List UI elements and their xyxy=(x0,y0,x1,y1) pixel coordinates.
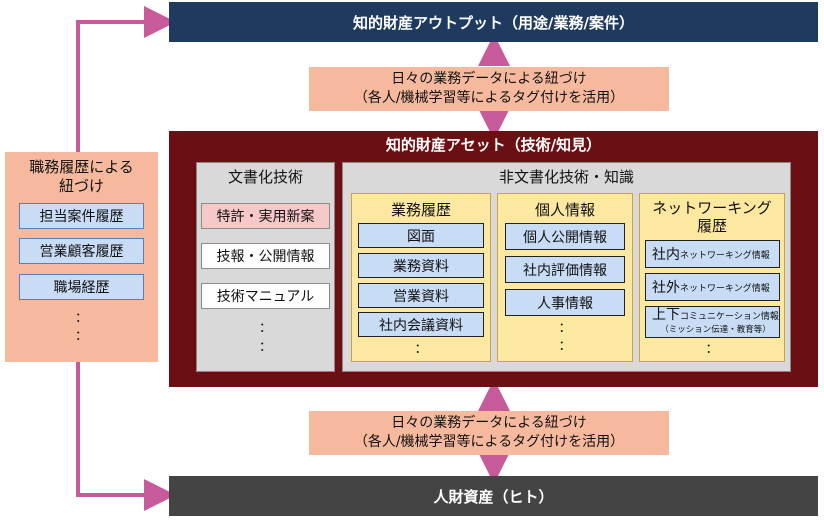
networking-item-hierarchical: 上下コミュニケーション情報 （ミッション伝達・教育等） xyxy=(645,306,780,338)
career-item-workplace: 職場経歴 xyxy=(19,274,144,300)
undocumented-tech-title: 非文書化技術・知識 xyxy=(498,168,634,186)
networking-item-main: 社内 xyxy=(652,247,680,263)
work-item-label: 図面 xyxy=(407,228,435,245)
work-item-sales-docs: 営業資料 xyxy=(358,283,484,308)
networking-item-main: 社外 xyxy=(652,280,680,296)
link-box-top: 日々の業務データによる紐づけ （各人/機械学習等によるタグ付けを活用） xyxy=(309,67,669,111)
personal-item-label: 個人公開情報 xyxy=(523,229,607,246)
networking-title-line1: ネットワーキング xyxy=(652,199,772,217)
ip-asset-title: 知的財産アセット（技術/知見） xyxy=(385,136,602,154)
personal-item-evaluation: 社内評価情報 xyxy=(505,256,625,283)
link-top-line2: （各人/機械学習等によるタグ付けを活用） xyxy=(353,90,625,106)
link-box-bottom: 日々の業務データによる紐づけ （各人/機械学習等によるタグ付けを活用） xyxy=(309,411,669,455)
career-item-label: 担当案件履歴 xyxy=(39,209,124,225)
personal-ellipsis-2: ： xyxy=(558,339,572,354)
work-item-meeting-docs: 社内会議資料 xyxy=(358,312,484,337)
link-bottom-line1: 日々の業務データによる紐づけ xyxy=(391,415,587,431)
personal-item-public: 個人公開情報 xyxy=(505,223,625,250)
networking-item-external: 社外ネットワーキング情報 xyxy=(645,273,780,301)
work-history-title: 業務履歴 xyxy=(390,201,451,219)
left-connector-line-bottom xyxy=(76,362,176,511)
personal-item-label: 人事情報 xyxy=(537,295,593,312)
doc-item-label: 特許・実用新案 xyxy=(216,209,315,225)
career-history-title-line2: 紐づけ xyxy=(58,177,104,195)
work-item-label: 社内会議資料 xyxy=(379,317,463,334)
ip-output-title: 知的財産アウトプット（用途/業務/案件） xyxy=(353,13,634,32)
career-history-title: 職務履歴による 紐づけ xyxy=(5,158,158,196)
career-history-title-line1: 職務履歴による xyxy=(29,158,134,176)
career-ellipsis-1: ： xyxy=(74,311,88,326)
human-assets-bar: 人財資産（ヒト） xyxy=(169,476,818,516)
networking-item-sub: コミュニケーション情報 xyxy=(680,312,779,322)
networking-item-internal: 社内ネットワーキング情報 xyxy=(645,240,780,268)
career-ellipsis-2: ： xyxy=(74,329,88,344)
networking-title-line2: 履歴 xyxy=(696,217,727,235)
personal-info-title: 個人情報 xyxy=(534,201,595,219)
link-top-line1: 日々の業務データによる紐づけ xyxy=(391,71,587,87)
career-item-customers: 営業顧客履歴 xyxy=(19,238,144,264)
link-bottom-line2: （各人/機械学習等によるタグ付けを活用） xyxy=(353,434,625,450)
doc-item-patents: 特許・実用新案 xyxy=(201,203,330,229)
networking-ellipsis: ： xyxy=(705,342,719,357)
personal-ellipsis-1: ： xyxy=(558,321,572,336)
networking-item-sub: ネットワーキング情報 xyxy=(680,283,770,294)
left-connector-line xyxy=(76,6,176,152)
networking-item-sub: ネットワーキング情報 xyxy=(680,250,770,261)
doc-ellipsis-2: ： xyxy=(258,340,272,355)
documented-tech-title: 文書化技術 xyxy=(227,168,303,186)
work-item-label: 営業資料 xyxy=(393,288,449,305)
ip-output-bar: 知的財産アウトプット（用途/業務/案件） xyxy=(169,2,818,42)
doc-item-manuals: 技術マニュアル xyxy=(201,283,330,309)
human-assets-title: 人財資産（ヒト） xyxy=(433,487,554,506)
career-item-label: 営業顧客履歴 xyxy=(39,244,124,260)
work-item-label: 業務資料 xyxy=(393,258,449,275)
career-item-label: 職場経歴 xyxy=(53,280,110,296)
doc-item-tech-reports: 技報・公開情報 xyxy=(201,243,330,269)
personal-item-label: 社内評価情報 xyxy=(523,262,607,279)
work-ellipsis: ： xyxy=(414,342,428,357)
doc-item-label: 技報・公開情報 xyxy=(216,249,315,265)
networking-item-sub2: （ミッション伝達・教育等） xyxy=(660,325,771,335)
networking-title: ネットワーキング 履歴 xyxy=(639,199,785,235)
personal-item-hr: 人事情報 xyxy=(505,289,625,316)
doc-ellipsis-1: ： xyxy=(258,321,272,336)
work-item-drawings: 図面 xyxy=(358,223,484,248)
career-item-cases: 担当案件履歴 xyxy=(19,203,144,229)
doc-item-label: 技術マニュアル xyxy=(216,289,315,305)
work-item-business-docs: 業務資料 xyxy=(358,253,484,278)
networking-item-main: 上下 xyxy=(652,307,680,323)
